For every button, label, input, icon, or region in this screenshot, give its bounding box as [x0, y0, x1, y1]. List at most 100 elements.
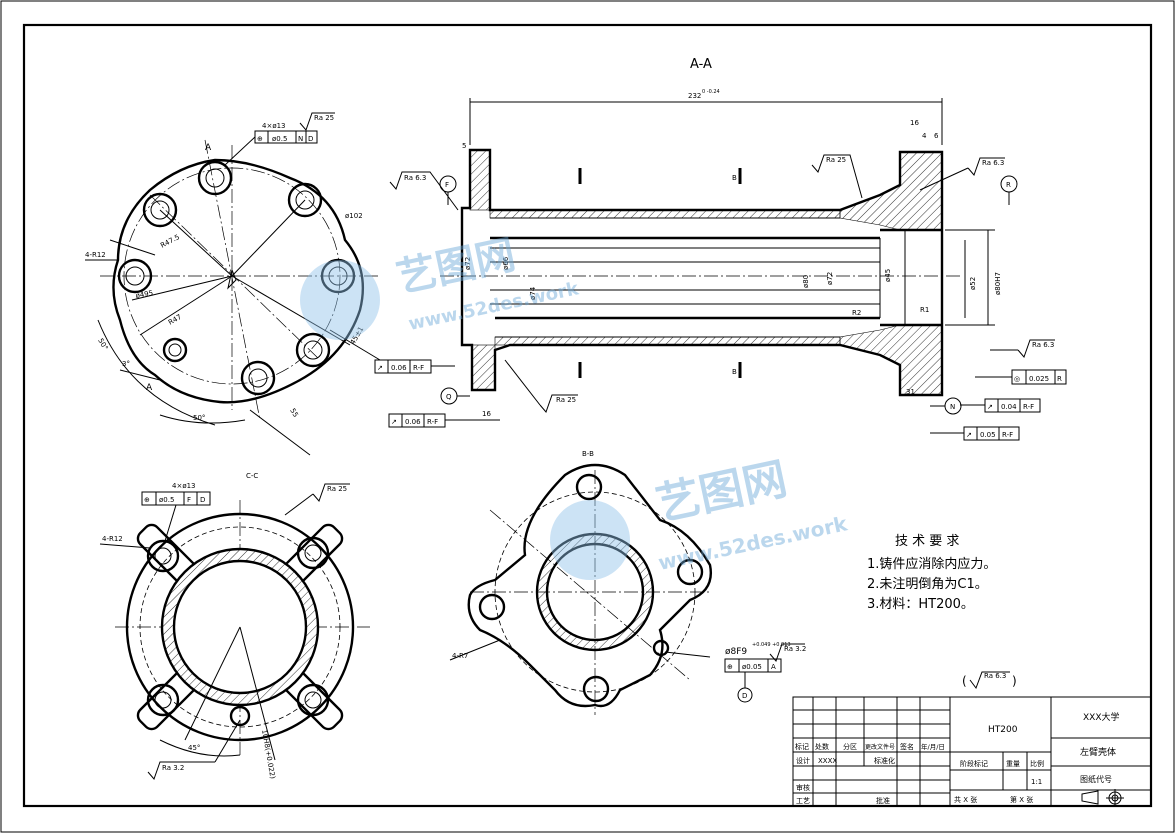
svg-text:0.06: 0.06: [405, 418, 421, 426]
roughness-cc-2: Ra 3.2: [147, 719, 241, 780]
svg-text:⊕: ⊕: [144, 496, 150, 504]
tb-h4: 签名: [900, 742, 914, 751]
datum-d: D: [737, 672, 753, 703]
tech-req-item-1: 1.铸件应消除内应力。: [867, 556, 996, 572]
position-tolerance-frame-cc: 4×ø13 ⊕ ø0.5 F D: [141, 482, 211, 542]
dim-72: ø72: [826, 272, 834, 285]
tb-part-name: 左臂壳体: [1080, 746, 1116, 758]
runout-frame-2: ↗ 0.06 R-F: [388, 413, 500, 428]
tb-drawing-no: 图纸代号: [1080, 774, 1112, 784]
svg-text:R-F: R-F: [427, 418, 438, 426]
svg-text:Q: Q: [446, 393, 452, 401]
svg-text:Ra 6.3: Ra 6.3: [982, 159, 1004, 167]
svg-text:◎: ◎: [1014, 375, 1020, 383]
roughness-aa-5: Ra 25: [504, 359, 578, 413]
svg-text:F: F: [445, 181, 449, 189]
tb-h0: 标记: [795, 742, 809, 751]
runout-frame-4: ↗ 0.05 R-F: [930, 426, 1020, 441]
section-mark-b-top: B: [578, 168, 742, 184]
dim-80h7: ø80H7: [994, 272, 1002, 295]
cc-r12: 4-R12: [102, 535, 123, 543]
svg-text:): ): [1012, 674, 1017, 688]
svg-text:0.04: 0.04: [1001, 403, 1017, 411]
cc-spline: 10H8(+0.022): [260, 729, 277, 780]
tb-material: HT200: [988, 725, 1018, 735]
tb-designer: XXXX: [818, 757, 837, 765]
dim-45: ø45: [884, 269, 892, 282]
svg-text:ø0.05: ø0.05: [742, 663, 762, 671]
section-bb-view: B-B 4-R7 ø8F9 +0.049 +0.013 ⊕ ø0.05 A Ra…: [449, 450, 806, 715]
roughness-cc-1: Ra 25: [284, 483, 350, 516]
datum-r: R: [1000, 175, 1018, 205]
tb-process: 工艺: [796, 797, 810, 805]
svg-text:艺图网: 艺图网: [393, 232, 520, 302]
dim-80: ø80: [802, 275, 810, 288]
dim-55: 55: [288, 407, 299, 419]
mark-a-bottom: A: [146, 383, 153, 393]
svg-text:⊕: ⊕: [257, 135, 263, 143]
tech-req-title: 技 术 要 求: [895, 534, 959, 549]
tb-school: XXX大学: [1083, 711, 1120, 723]
dim-31: 31: [906, 388, 915, 396]
tb-review: 审核: [796, 783, 810, 792]
svg-text:Ra 25: Ra 25: [826, 156, 846, 164]
svg-text:+0.049 +0.013: +0.049 +0.013: [752, 642, 791, 648]
svg-text:N: N: [298, 135, 303, 143]
svg-text:D: D: [200, 496, 205, 504]
roughness-aa-3: Ra 6.3: [389, 171, 459, 211]
svg-text:0.025: 0.025: [1029, 375, 1049, 383]
hole-callout-label: 4-R12: [85, 251, 106, 259]
svg-text:ø8F9: ø8F9: [725, 647, 747, 657]
dim-r2: R2: [852, 309, 861, 317]
cc-angle: 45°: [188, 744, 200, 752]
datum-q: Q: [440, 387, 470, 405]
mark-a-top: A: [205, 143, 212, 153]
tb-sheet: 第 X 张: [1010, 795, 1033, 804]
svg-text:Ra 6.3: Ra 6.3: [984, 672, 1006, 680]
svg-text:Ra 6.3: Ra 6.3: [1032, 341, 1054, 349]
left-end-view: 4-R12 ø102 R47.5 ø495 R47 50° 3° 50° 55 …: [85, 112, 381, 456]
roughness-aa-2: Ra 6.3: [919, 157, 1005, 191]
section-cc-title: C-C: [246, 472, 258, 480]
roughness-aa-1: Ra 25: [811, 154, 863, 199]
datum-f: F: [439, 175, 457, 205]
svg-text:艺图网: 艺图网: [652, 453, 792, 530]
svg-text:A: A: [771, 663, 776, 671]
tb-scale: 1:1: [1031, 778, 1042, 786]
svg-text:⊕: ⊕: [727, 663, 733, 671]
inner-frame: [22, 23, 1153, 808]
svg-text:R: R: [1057, 375, 1062, 383]
dim-5: 5: [462, 142, 466, 150]
dim-66: ø66: [502, 256, 510, 270]
svg-text:R-F: R-F: [1023, 403, 1034, 411]
tech-req-item-2: 2.未注明倒角为C1。: [867, 577, 988, 592]
svg-text:N: N: [950, 403, 955, 411]
svg-text:F: F: [187, 496, 191, 504]
dim-r1: R1: [920, 306, 929, 314]
tb-ratio: 比例: [1030, 759, 1044, 768]
tb-total: 共 X 张: [954, 795, 977, 804]
section-aa-view: A-A B B: [374, 57, 1067, 441]
technical-requirements: 技 术 要 求 1.铸件应消除内应力。 2.未注明倒角为C1。 3.材料：HT2…: [867, 534, 996, 612]
svg-text:↗: ↗: [966, 431, 972, 439]
roughness-aa-4: Ra 6.3: [990, 339, 1055, 358]
section-mark-b-bottom: B: [578, 362, 742, 378]
svg-text:0.05: 0.05: [980, 431, 996, 439]
tb-h1: 处数: [815, 742, 829, 751]
svg-text:Ra 6.3: Ra 6.3: [404, 174, 426, 182]
svg-text:4×ø13: 4×ø13: [262, 122, 286, 130]
svg-text:R: R: [1006, 181, 1011, 189]
tech-req-item-3: 3.材料：HT200。: [867, 597, 974, 612]
dim-a50: 50°: [96, 337, 109, 352]
datum-n: N: [930, 397, 962, 415]
svg-text:Ra 3.2: Ra 3.2: [162, 764, 184, 772]
svg-text:R-F: R-F: [1002, 431, 1013, 439]
tb-design: 设计: [796, 756, 810, 765]
dim-a3: 3°: [122, 360, 130, 368]
dim-overall-length: 232: [688, 92, 701, 100]
svg-text:↗: ↗: [391, 418, 397, 426]
